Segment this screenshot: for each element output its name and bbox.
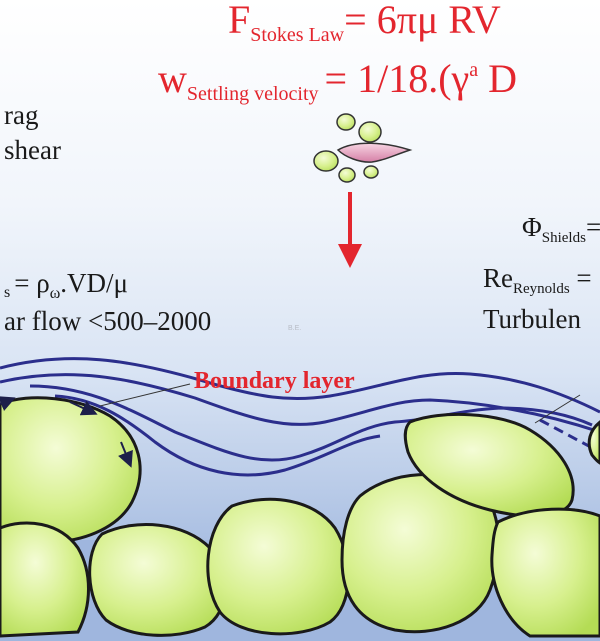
sediment-grains <box>0 396 600 638</box>
drag-label: rag <box>4 100 38 130</box>
streamline-1 <box>0 357 600 414</box>
reynolds-left-sub: ω <box>50 285 61 302</box>
grain-3 <box>88 523 227 637</box>
streamline-2 <box>0 373 600 434</box>
settling-sup: a <box>469 59 478 81</box>
streamlines <box>0 357 600 477</box>
shields-sub: Shields <box>542 230 586 246</box>
particle-4 <box>338 167 356 183</box>
reynolds-right-tail: = <box>570 263 592 293</box>
flow-arrow-3 <box>118 441 133 468</box>
particle-2 <box>358 121 382 143</box>
shields-formula: ΦShields= <box>522 212 600 246</box>
reynolds-left-tail: .VD/μ <box>60 268 128 298</box>
shear-label: shear <box>4 135 61 165</box>
stokes-subscript: Stokes Law <box>250 24 344 46</box>
stokes-symbol: F <box>228 0 250 42</box>
stokes-rhs: = 6πμ RV <box>344 0 501 42</box>
particle-5 <box>363 165 379 179</box>
grain-7 <box>490 507 600 638</box>
grain-4 <box>206 497 350 636</box>
turbulent-label: Turbulen <box>483 304 582 334</box>
flow-arrow-1 <box>0 396 16 411</box>
particle-3 <box>313 150 339 172</box>
settling-symbol: w <box>158 56 187 101</box>
settling-subscript: Settling velocity <box>187 83 319 105</box>
boundary-leader-lines <box>99 383 581 424</box>
particle-1 <box>336 113 356 131</box>
watermark: B.E. <box>288 325 301 332</box>
settling-rhs: = 1/18.(γ <box>325 56 470 101</box>
grain-2 <box>0 521 90 638</box>
shields-symbol: Φ <box>522 212 542 242</box>
boundary-leader-left <box>99 383 191 407</box>
flow-arrows <box>0 396 133 468</box>
streamline-4 <box>54 394 381 477</box>
settling-tail: D <box>478 56 517 101</box>
reynolds-left-prefix: s <box>4 284 10 301</box>
shields-tail: = <box>586 212 600 242</box>
reynolds-right-symbol: Re <box>483 263 513 293</box>
settling-arrow <box>338 192 362 268</box>
settling-particles <box>313 113 413 183</box>
flat-particle <box>336 142 413 163</box>
streamline-3 <box>29 384 593 462</box>
settling-velocity-formula: wSettling velocity = 1/18.(γa D <box>158 56 517 105</box>
boundary-leader-right <box>534 394 581 424</box>
reynolds-right-formula: ReReynolds = <box>483 263 592 297</box>
reynolds-left-rhs: = ρ <box>14 268 49 298</box>
stokes-law-formula: FStokes Law= 6πμ RV <box>228 0 501 46</box>
reynolds-left-formula: s= ρω.VD/μ <box>4 268 128 302</box>
grain-8 <box>587 420 600 465</box>
boundary-layer-label: Boundary layer <box>194 368 355 394</box>
laminar-flow-label: ar flow <500–2000 <box>4 306 211 336</box>
flow-arrow-2 <box>69 400 98 416</box>
reynolds-right-sub: Reynolds <box>513 281 570 297</box>
